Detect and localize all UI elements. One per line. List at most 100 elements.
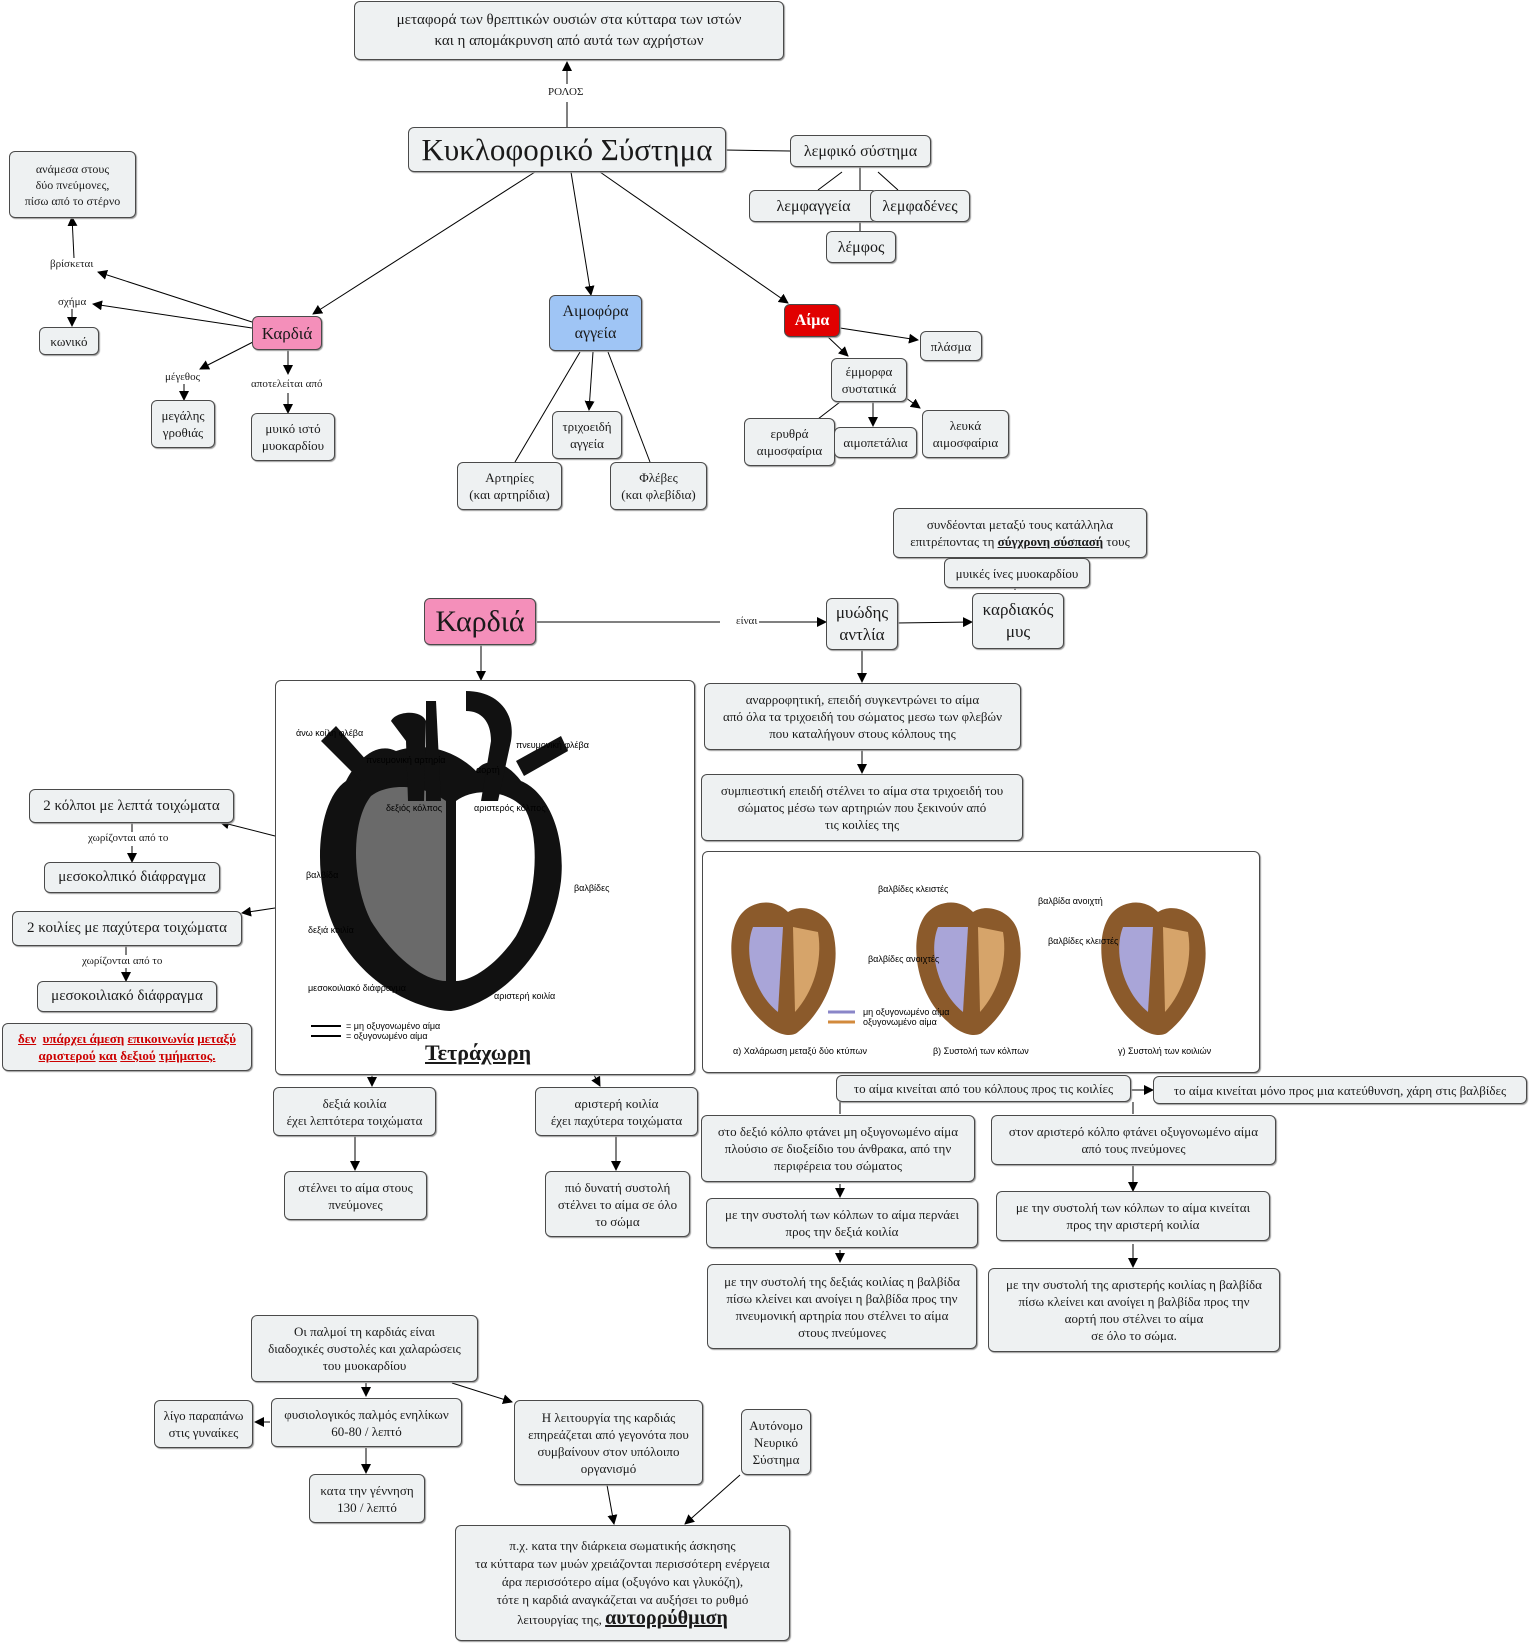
diagram-label-right-atrium: δεξιός κόλπος	[386, 803, 443, 813]
lymph-vessels: λεμφαγγεία	[749, 190, 878, 222]
cycle-caption-c: γ) Συστολή των κοιλιών	[1118, 1046, 1212, 1056]
atria-label: 2 κόλποι με λεπτά τοιχώματα	[43, 797, 220, 814]
heartbeats: Οι παλμοί τη καρδιάς είναι διαδοχικές συ…	[251, 1315, 478, 1382]
lymph-nodes-label: λεμφαδένες	[882, 197, 958, 215]
left-ventricular-systole: με την συστολή της αριστερής κοιλίας η β…	[988, 1268, 1280, 1352]
role-box: μεταφορά των θρεπτικών ουσιών στα κύτταρ…	[354, 1, 784, 60]
exercise-line-4: τότε η καρδιά αναγκάζεται να αυξήσει το …	[496, 1592, 749, 1607]
lv-line-1: αριστερή κοιλία	[574, 1095, 659, 1111]
no-comm-w5: αριστερού	[38, 1048, 96, 1063]
located-label: βρίσκεται	[48, 258, 96, 271]
atria: 2 κόλποι με λεπτά τοιχώματα	[29, 789, 234, 823]
heart-anatomy-illustration: άνω κοίλη φλέβα πνευμονική αρτηρία αορτή…	[296, 691, 610, 1041]
diagram-label-svc: άνω κοίλη φλέβα	[296, 728, 363, 738]
ans-line-2: Νευρικό	[753, 1434, 799, 1450]
no-comm-w2: υπάρχει άμεση	[42, 1031, 125, 1046]
lymph-fluid-label: λέμφος	[837, 238, 885, 256]
suction-function: αναρροφητική, επειδή συγκεντρώνει το αίμ…	[704, 683, 1021, 750]
made-of-label: αποτελείται από	[249, 378, 325, 391]
right-vent-line-4: στους πνεύμονες	[798, 1324, 886, 1340]
sends-to-body: πιό δυνατή συστολή στέλνει το αίμα σε όλ…	[545, 1171, 690, 1237]
cycle-label-valves-closed: βαλβίδες κλειστές	[1048, 936, 1119, 946]
lymph-fluid: λέμφος	[826, 231, 896, 263]
one-way-flow: το αίμα κινείται μόνο προς μια κατεύθυνσ…	[1153, 1076, 1527, 1104]
exercise-example: π.χ. κατα την διάρκεια σωματικής άσκησης…	[455, 1525, 790, 1641]
normal-line-2: 60-80 / λεπτό	[331, 1423, 402, 1439]
left-in-line-2: από τους πνεύμονες	[1081, 1141, 1186, 1156]
no-comm-w7: δεξιού	[120, 1048, 156, 1063]
left-vent-line-3: αορτή που στέλνει το αίμα	[1064, 1311, 1204, 1326]
heart-c	[1101, 902, 1206, 1035]
red-cells-line-1: ερυθρά	[770, 426, 809, 441]
right-in-line-2: πλούσιο σε διοξείδιο του άνθρακα, από τη…	[724, 1141, 952, 1156]
compress-line-1: συμπιεστική επειδή στέλνει το αίμα στα τ…	[720, 783, 1004, 798]
formed-line-1: έμμορφα	[845, 364, 893, 379]
size-line-1: μεγάλης	[161, 408, 205, 423]
right-ventricular-systole: με την συστολή της δεξιάς κοιλίας η βαλβ…	[707, 1264, 977, 1349]
four-chambered: Τετράχωρη	[425, 1040, 532, 1066]
capillaries: τριχοειδή αγγεία	[552, 411, 622, 459]
left-vent-line-2: πίσω κλείνει και ανοίγει η βαλβίδα προς …	[1018, 1294, 1250, 1309]
compress-line-3: τις κοιλίες της	[824, 817, 900, 832]
tissue-line-1: μυικό ιστό	[265, 421, 321, 436]
white-blood-cells: λευκά αιμοσφαίρια	[922, 410, 1009, 458]
heart-diagram: άνω κοίλη φλέβα πνευμονική αρτηρία αορτή…	[275, 680, 695, 1075]
interatrial-septum: μεσοκολπικό διάφραγμα	[44, 862, 220, 893]
formed-elements: έμμορφα συστατικά	[831, 358, 907, 402]
women-line-1: λίγο παραπάνω	[163, 1408, 244, 1423]
sync-line-2: επιτρέποντας τη σύγχρονη σύσπασή τους	[910, 533, 1129, 550]
atria-to-ventricles: το αίμα κινείται από του κόλπους προς τι…	[836, 1075, 1131, 1102]
size-label: μέγεθος	[163, 371, 202, 384]
veins-line-1: Φλέβες	[639, 470, 678, 485]
blood-vessels-node: Αιμοφόρα αγγεία	[549, 295, 642, 351]
no-comm-w1: δεν	[18, 1031, 37, 1046]
muscular-pump: μυώδης αντλία	[826, 598, 898, 650]
interatrial-label: μεσοκολπικό διάφραγμα	[58, 869, 206, 885]
separated-label-2: χωρίζονται από το	[80, 955, 165, 968]
diagram-label-valve: βαλβίδα	[306, 870, 338, 880]
shape-value: κωνικό	[50, 333, 88, 349]
no-comm-w8: τμήματος.	[158, 1048, 216, 1063]
lv-line-2: έχει παχύτερα τοιχώματα	[550, 1112, 683, 1128]
right-vent-line-1: με την συστολή της δεξιάς κοιλίας η βαλβ…	[724, 1273, 960, 1289]
role-line-2: και η απομάκρυνση από αυτά των αχρήστων	[434, 32, 704, 49]
size-line-2: γροθιάς	[162, 425, 204, 440]
location-line-1: ανάμεσα στους	[35, 161, 110, 176]
red-cells-line-2: αιμοσφαίρια	[756, 443, 823, 458]
cardiac-muscle: καρδιακός μυς	[972, 593, 1064, 649]
compression-function: συμπιεστική επειδή στέλνει το αίμα στα τ…	[701, 774, 1023, 841]
normal-pulse: φυσιολογικός παλμός ενηλίκων 60-80 / λεπ…	[271, 1398, 462, 1447]
function-line-4: οργανισμό	[580, 1460, 637, 1476]
heart-title: Καρδιά	[424, 598, 536, 645]
platelets: αιμοπετάλια	[834, 427, 917, 458]
heart-tissue: μυικό ιστό μυοκαρδίου	[251, 413, 335, 461]
muscle-line-2: μυς	[1005, 622, 1031, 641]
arteries-line-2: (και αρτηρίδια)	[469, 487, 550, 502]
muscle-line-1: καρδιακός	[982, 600, 1054, 619]
lymph-system-label: λεμφικό σύστημα	[803, 142, 918, 160]
diagram-label-left-atrium: αριστερός κόλπος	[474, 803, 546, 813]
right-atrial-systole: με την συστολή των κόλπων το αίμα περνάε…	[706, 1198, 978, 1248]
beats-line-2: διαδοχικές συστολές και χαλαρώσεις	[268, 1341, 461, 1356]
left-vent-line-4: σε όλο το σώμα.	[1091, 1328, 1177, 1343]
exercise-function-text: λειτουργίας της,	[517, 1612, 602, 1627]
ans-line-3: Σύστημα	[752, 1451, 800, 1467]
main-title: Κυκλοφορικό Σύστημα	[408, 127, 726, 172]
no-comm-line-1: δεν υπάρχει άμεση επικοινωνία μεταξύ	[18, 1030, 236, 1047]
left-atrium-input: στον αριστερό κόλπο φτάνει οξυγονωμένο α…	[991, 1115, 1276, 1165]
blood-node: Αίμα	[784, 304, 840, 337]
sync-emphasis: σύγχρονη σύσπασή	[997, 534, 1104, 549]
role-label: ΡΟΛΟΣ	[546, 86, 586, 99]
body-line-1: πιό δυνατή συστολή	[564, 1179, 671, 1195]
heart-size: μεγάλης γροθιάς	[151, 400, 215, 448]
heart-a	[731, 902, 836, 1035]
right-vent-line-2: πίσω κλείνει και ανοίγει η βαλβίδα προς …	[726, 1290, 958, 1306]
no-comm-line-2: αριστερού και δεξιού τμήματος.	[39, 1047, 216, 1064]
exercise-line-2: τα κύτταρα των μυών χρειάζονται περισσότ…	[475, 1556, 770, 1571]
interventricular-septum: μεσοκοιλιακό διάφραγμα	[37, 981, 217, 1012]
cycle-caption-b: β) Συστολή των κόλπων	[933, 1046, 1029, 1056]
muscle-fibers: μυικές ίνες μυοκαρδίου	[944, 558, 1090, 588]
pump-line-2: αντλία	[839, 625, 885, 644]
heart-function: Η λειτουργία της καρδιάς επηρεάζεται από…	[514, 1400, 703, 1485]
cycle-label-open: βαλβίδες ανοιχτές	[868, 954, 940, 964]
